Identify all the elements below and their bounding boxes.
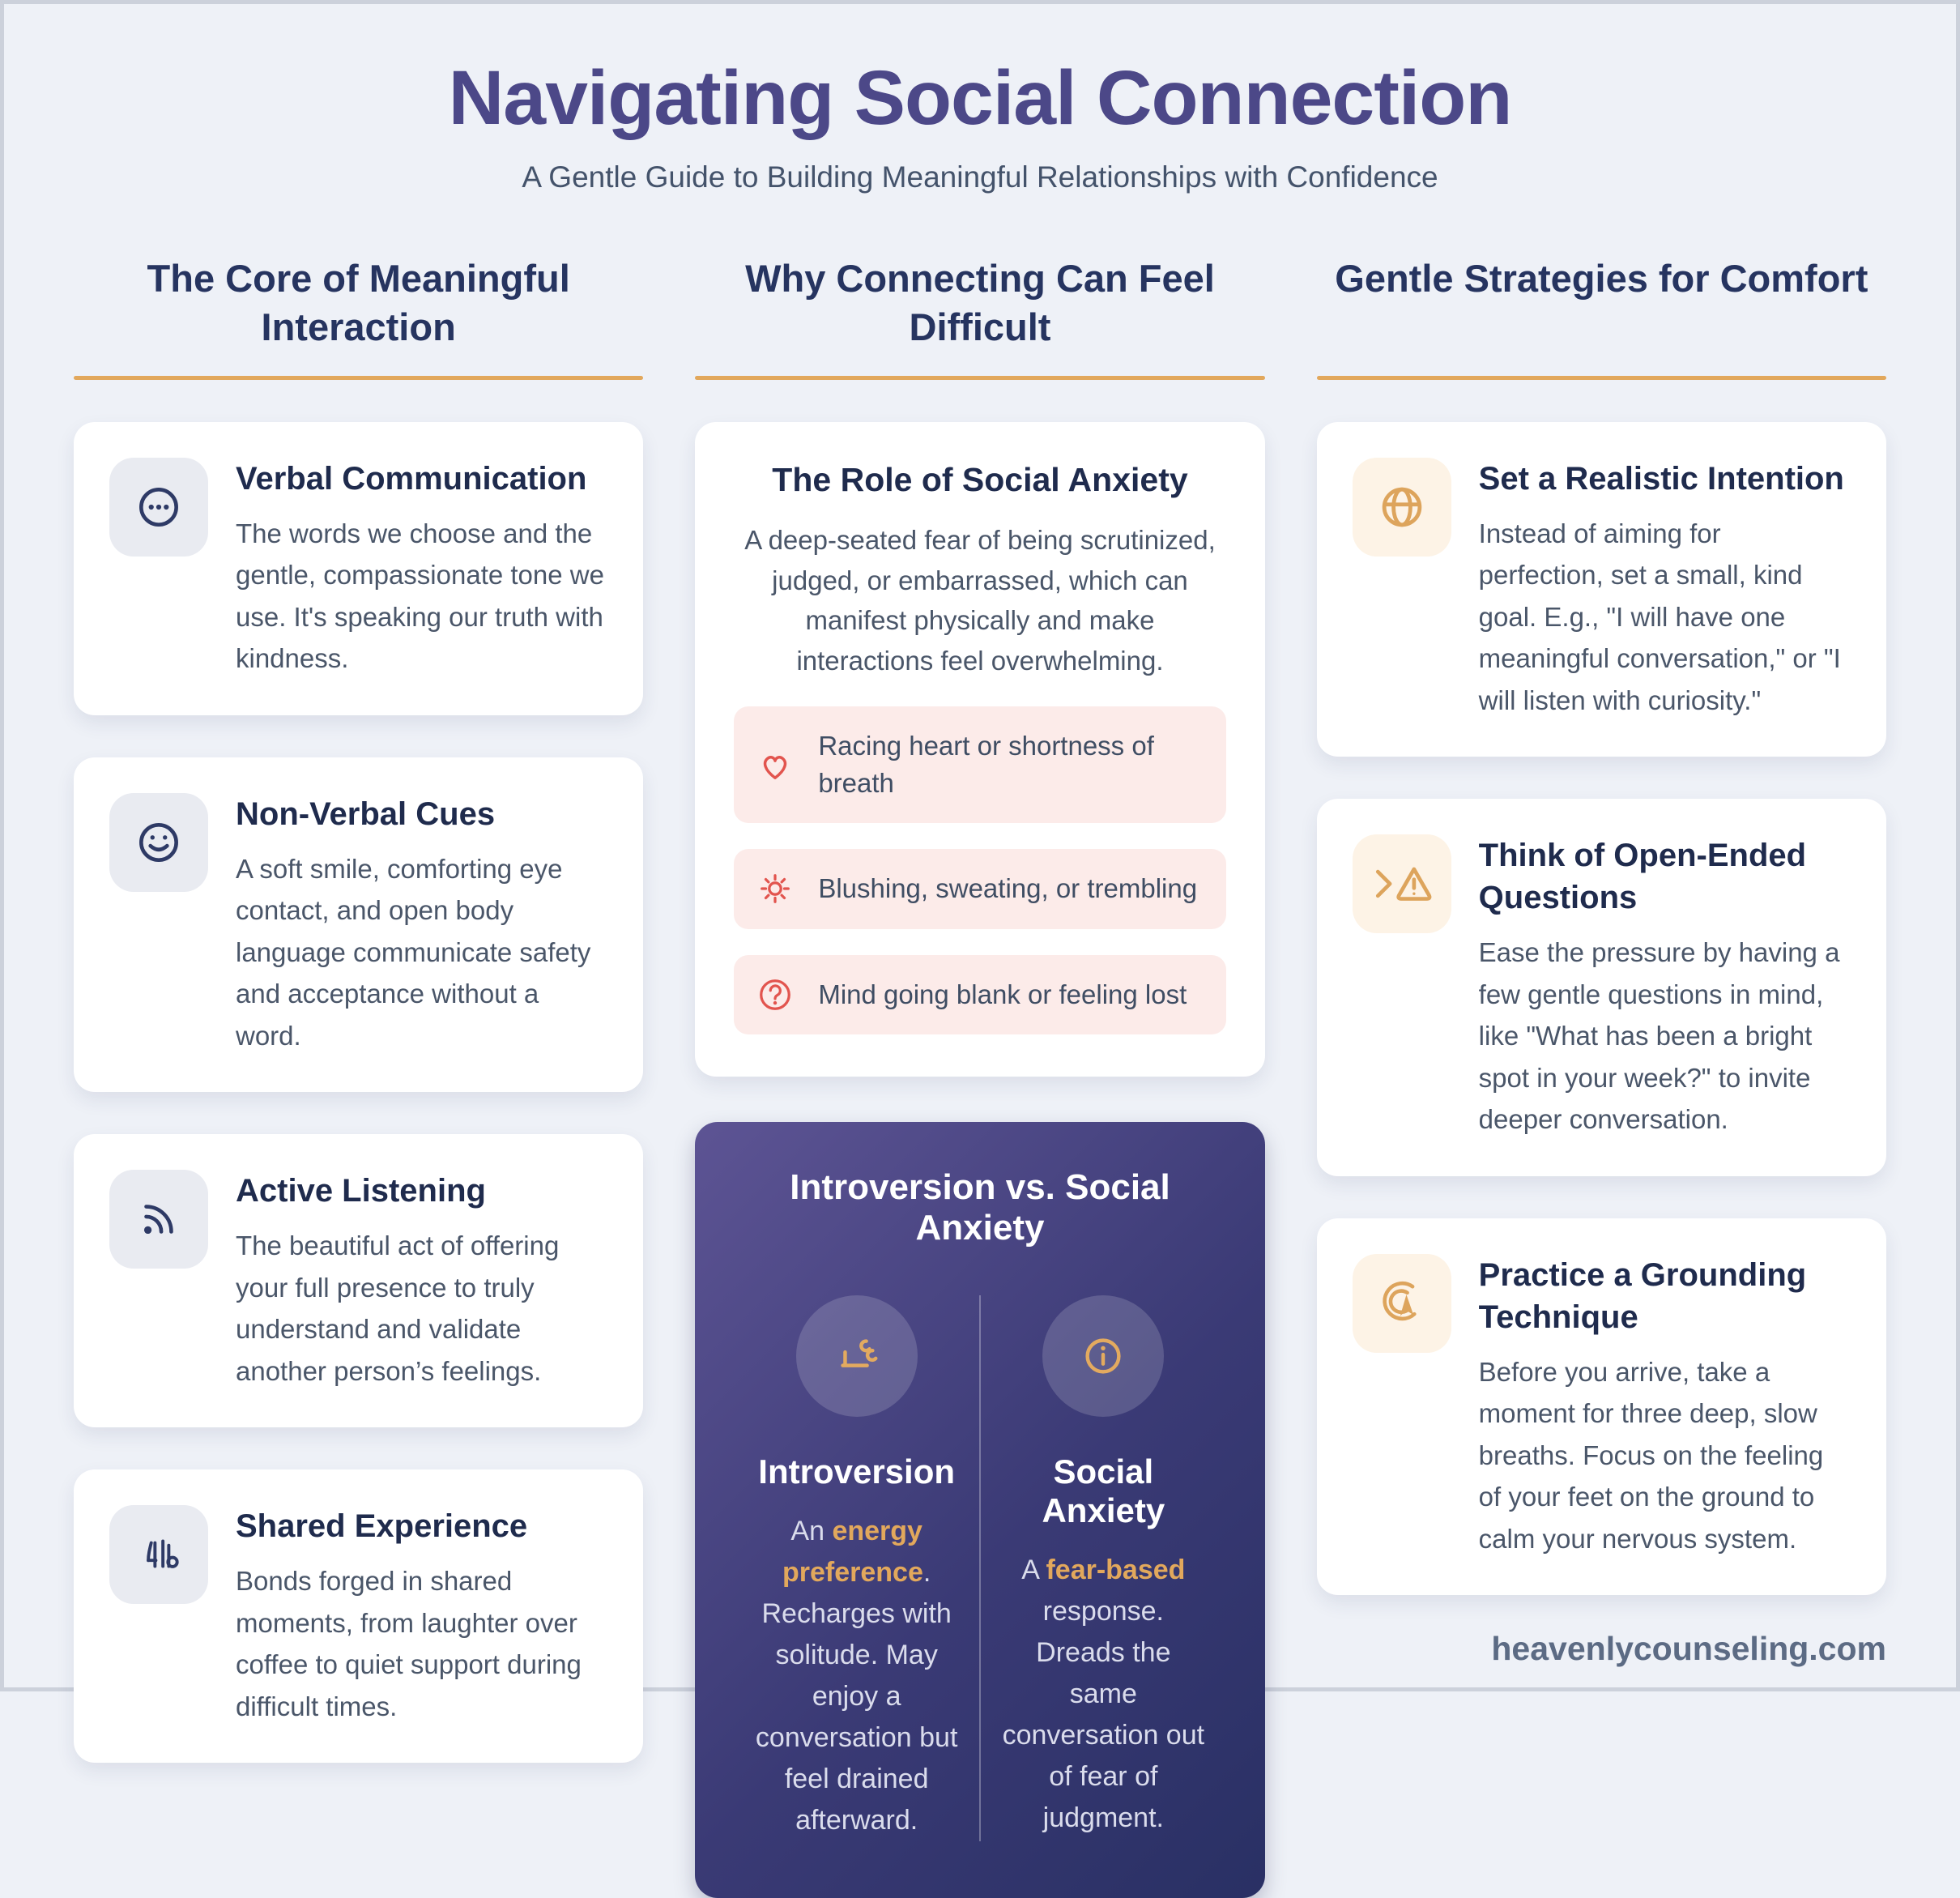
globe-icon (1352, 458, 1451, 557)
card-title: Introversion vs. Social Anxiety (790, 1167, 1170, 1248)
card-body: Instead of aiming for perfection, set a … (1478, 518, 1841, 715)
card-title: Set a Realistic Intention (1478, 461, 1844, 497)
website-url: heavenlycounseling.com (1491, 1630, 1886, 1667)
symptom-text: Mind going blank or feeling lost (818, 979, 1187, 1009)
card-title: Verbal Communication (236, 461, 587, 497)
card-grounding-technique: Practice a Grounding Technique Before yo… (1316, 1218, 1886, 1596)
card-body: Before you arrive, take a moment for thr… (1478, 1356, 1824, 1554)
card-body: The words we choose and the gentle, comp… (236, 518, 604, 674)
symptom-racing-heart: Racing heart or shortness of breath (734, 706, 1226, 824)
card-body: A soft smile, comforting eye contact, an… (236, 853, 591, 1051)
card-open-ended-questions: Think of Open-Ended Questions Ease the p… (1316, 799, 1886, 1176)
card-body: The beautiful act of offering your full … (236, 1231, 560, 1386)
question-circle-icon (756, 976, 794, 1013)
shared-glyph-icon (109, 1505, 208, 1605)
card-non-verbal-cues: Non-Verbal Cues A soft smile, comforting… (74, 757, 644, 1093)
versus-left-introversion: Introversion An energy preference. Recha… (734, 1294, 979, 1841)
cursor-tap-icon (1352, 1253, 1451, 1353)
card-title: Active Listening (236, 1173, 486, 1209)
column-gentle-strategies: Gentle Strategies for Comfort Set a Real… (1316, 254, 1886, 1596)
versus-body: An energy preference. Recharges with sol… (755, 1515, 958, 1836)
card-verbal-communication: Verbal Communication The words we choose… (74, 422, 644, 715)
info-circle-icon (1042, 1294, 1165, 1417)
header-underline (695, 376, 1265, 380)
vertical-divider (979, 1294, 981, 1841)
solitude-glyph-icon (795, 1294, 918, 1417)
symptom-text: Racing heart or shortness of breath (818, 731, 1154, 799)
chevron-warning-icon (1352, 834, 1451, 934)
card-title: Practice a Grounding Technique (1478, 1256, 1807, 1335)
page-title: Navigating Social Connection (448, 55, 1513, 141)
header-underline (1316, 376, 1886, 380)
smile-icon (109, 792, 208, 892)
versus-heading: Introversion (758, 1452, 956, 1491)
card-introversion-vs-anxiety: Introversion vs. Social Anxiety Introver… (695, 1121, 1265, 1898)
card-social-anxiety: The Role of Social Anxiety A deep-seated… (695, 422, 1265, 1077)
card-title: Think of Open-Ended Questions (1478, 838, 1807, 916)
card-shared-experience: Shared Experience Bonds forged in shared… (74, 1469, 644, 1763)
card-realistic-intention: Set a Realistic Intention Instead of aim… (1316, 422, 1886, 757)
card-body: Bonds forged in shared moments, from lau… (236, 1566, 582, 1721)
card-title: Shared Experience (236, 1508, 528, 1545)
card-title: The Role of Social Anxiety (772, 461, 1188, 498)
versus-body: A fear-based response. Dreads the same c… (1002, 1554, 1205, 1833)
column-header: The Core of Meaningful Interaction (147, 257, 570, 349)
symptom-text: Blushing, sweating, or trembling (818, 873, 1198, 904)
card-title: Non-Verbal Cues (236, 795, 496, 832)
column-header: Why Connecting Can Feel Difficult (745, 257, 1215, 349)
header-underline (74, 376, 644, 380)
column-header: Gentle Strategies for Comfort (1335, 257, 1868, 300)
card-active-listening: Active Listening The beautiful act of of… (74, 1134, 644, 1428)
chat-ellipsis-icon (109, 458, 208, 557)
column-why-difficult: Why Connecting Can Feel Difficult The Ro… (695, 254, 1265, 1898)
column-core-interaction: The Core of Meaningful Interaction Verba… (74, 254, 644, 1763)
listening-waves-icon (109, 1170, 208, 1269)
heart-icon (756, 746, 794, 783)
symptom-mind-blank: Mind going blank or feeling lost (734, 954, 1226, 1034)
versus-right-social-anxiety: Social Anxiety A fear-based response. Dr… (981, 1294, 1226, 1841)
card-body: A deep-seated fear of being scrutinized,… (744, 525, 1216, 676)
versus-heading: Social Anxiety (1042, 1452, 1165, 1529)
sun-icon (756, 870, 794, 907)
symptom-blushing: Blushing, sweating, or trembling (734, 849, 1226, 929)
card-body: Ease the pressure by having a few gentle… (1478, 937, 1840, 1135)
page-subtitle: A Gentle Guide to Building Meaningful Re… (522, 160, 1438, 194)
